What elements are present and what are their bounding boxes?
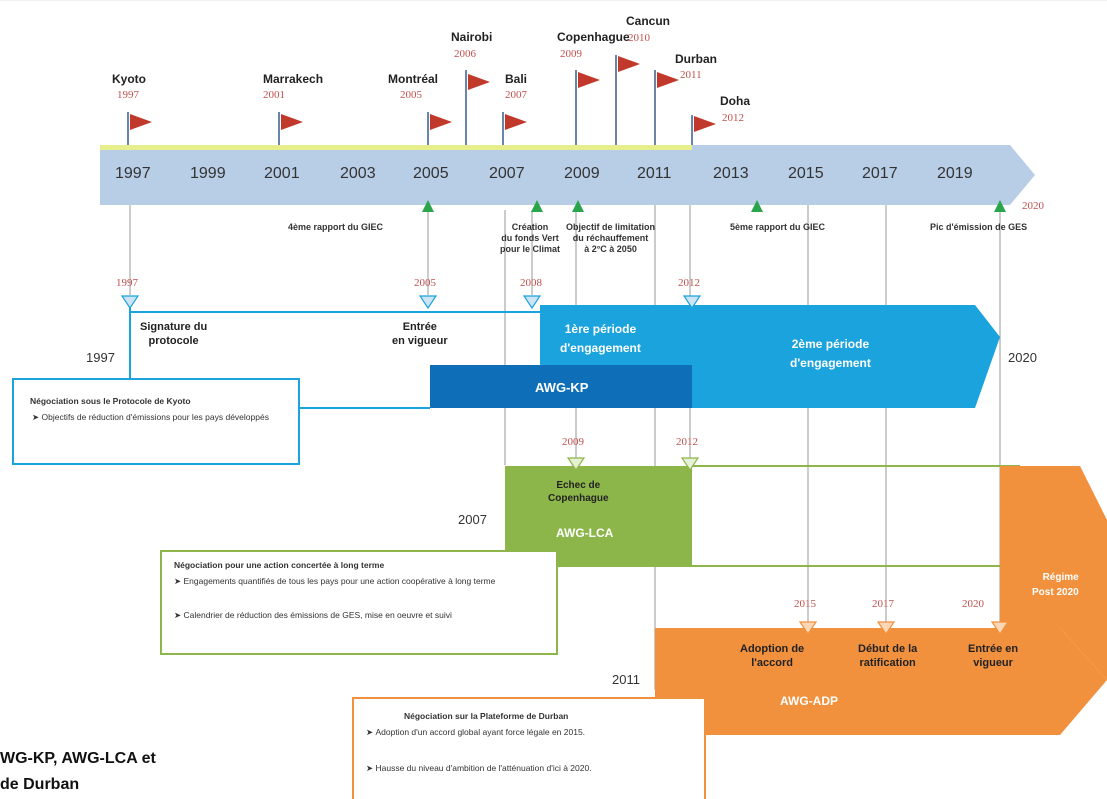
timeline-year: 2009 bbox=[564, 165, 600, 182]
flag-copenhague bbox=[578, 72, 600, 88]
flag-cancun bbox=[618, 56, 640, 72]
kyoto-nego-item: ➤ Objectifs de réduction d'émissions pou… bbox=[32, 412, 269, 422]
kyoto-period1 bbox=[540, 305, 692, 365]
conf-nairobi-city: Nairobi bbox=[451, 30, 493, 44]
adp-negotiation-box: Négociation sur la Plateforme de Durban … bbox=[352, 697, 706, 799]
lca-bar bbox=[505, 466, 692, 566]
adp-nego-item: ➤ Hausse du niveau d'ambition de l'attén… bbox=[366, 763, 592, 773]
adp-bar bbox=[655, 628, 1107, 735]
kyoto-negotiation-box: Négociation sous le Protocole de Kyoto ➤… bbox=[12, 378, 300, 465]
conf-montreal-city: Montréal bbox=[388, 72, 439, 86]
conf-cancun-year: 2010 bbox=[628, 32, 650, 44]
event-pic-ges: Pic d'émission de GES bbox=[930, 222, 1028, 232]
kyoto-period2 bbox=[692, 305, 1000, 408]
regime-post-2020 bbox=[1000, 466, 1107, 680]
kyoto-end-year: 2020 bbox=[1008, 350, 1037, 365]
kyoto-nego-title: Négociation sous le Protocole de Kyoto bbox=[30, 396, 191, 406]
conf-kyoto-year: 1997 bbox=[117, 89, 139, 101]
flag-bali bbox=[505, 114, 527, 130]
flag-doha bbox=[694, 116, 716, 132]
adp-marker-year: 2015 bbox=[794, 598, 816, 610]
timeline-year: 2015 bbox=[788, 165, 824, 182]
flag-marrakech bbox=[281, 114, 303, 130]
kyoto-marker-year: 2008 bbox=[520, 277, 542, 289]
flag-nairobi bbox=[468, 74, 490, 90]
timeline-year: 1997 bbox=[115, 165, 151, 182]
conf-bali-city: Bali bbox=[505, 72, 528, 86]
adp-nego-item: ➤ Adoption d'un accord global ayant forc… bbox=[366, 727, 586, 737]
conf-copenhague-city: Copenhague bbox=[557, 30, 630, 44]
conf-bali-year: 2007 bbox=[505, 89, 527, 101]
event-giec4: 4ème rapport du GIEC bbox=[288, 222, 384, 232]
timeline-end-year: 2020 bbox=[1022, 200, 1044, 212]
timeline-year: 2013 bbox=[713, 165, 749, 182]
lca-nego-title: Négociation pour une action concertée à … bbox=[174, 560, 385, 570]
conf-montreal-year: 2005 bbox=[400, 89, 422, 101]
adp-marker-year: 2017 bbox=[872, 598, 894, 610]
conf-doha-city: Doha bbox=[720, 94, 750, 108]
awg-adp-label: AWG-ADP bbox=[780, 694, 838, 708]
conf-copenhague-year: 2009 bbox=[560, 48, 582, 60]
lca-nego-item: ➤ Engagements quantifiés de tous les pay… bbox=[174, 576, 496, 586]
adp-nego-title: Négociation sur la Plateforme de Durban bbox=[404, 711, 569, 721]
kyoto-marker-year: 2012 bbox=[678, 277, 700, 289]
adp-marker-year: 2020 bbox=[962, 598, 984, 610]
timeline-year: 2001 bbox=[264, 165, 300, 182]
timeline-year: 2017 bbox=[862, 165, 898, 182]
timeline-highlight bbox=[100, 145, 692, 150]
timeline-year: 2019 bbox=[937, 165, 973, 182]
timeline-year: 2007 bbox=[489, 165, 525, 182]
conf-durban-year: 2011 bbox=[680, 69, 702, 81]
lca-negotiation-box: Négociation pour une action concertée à … bbox=[160, 550, 558, 655]
adp-start-year: 2011 bbox=[612, 672, 640, 687]
timeline-arrow bbox=[100, 145, 1035, 205]
conf-cancun-city: Cancun bbox=[626, 14, 671, 28]
kyoto-marker-year: 1997 bbox=[116, 277, 138, 289]
awg-kp-label: AWG-KP bbox=[535, 380, 589, 395]
conf-marrakech-city: Marrakech bbox=[263, 72, 324, 86]
kyoto-awgkp-bar bbox=[430, 365, 692, 408]
lca-marker-year: 2009 bbox=[562, 436, 584, 448]
timeline-year: 2011 bbox=[637, 165, 672, 182]
lca-nego-item: ➤ Calendrier de réduction des émissions … bbox=[174, 610, 452, 620]
conf-durban-city: Durban bbox=[675, 52, 717, 66]
timeline-year: 2003 bbox=[340, 165, 376, 182]
conf-doha-year: 2012 bbox=[722, 112, 744, 124]
timeline-year: 1999 bbox=[190, 165, 226, 182]
flag-kyoto bbox=[130, 114, 152, 130]
lca-marker-year: 2012 bbox=[676, 436, 698, 448]
flag-durban bbox=[657, 72, 679, 88]
kyoto-start-year: 1997 bbox=[86, 350, 115, 365]
timeline-year: 2005 bbox=[413, 165, 449, 182]
kyoto-marker-year: 2005 bbox=[414, 277, 436, 289]
event-giec5: 5ème rapport du GIEC bbox=[730, 222, 826, 232]
conf-kyoto-city: Kyoto bbox=[112, 72, 146, 86]
awg-lca-label: AWG-LCA bbox=[556, 526, 614, 540]
lca-start-year: 2007 bbox=[458, 512, 487, 527]
conf-nairobi-year: 2006 bbox=[454, 48, 476, 60]
conf-marrakech-year: 2001 bbox=[263, 89, 285, 101]
flag-montreal bbox=[430, 114, 452, 130]
